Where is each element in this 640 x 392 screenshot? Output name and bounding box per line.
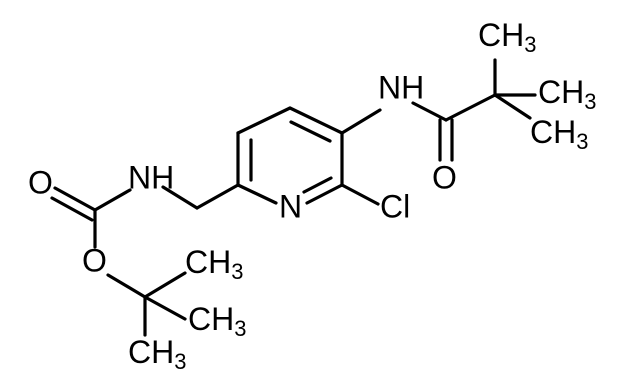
bond-carbamate-c-o-double-b xyxy=(50,196,94,222)
methyl-group-2: CH3 xyxy=(188,301,246,340)
bond-ring-c5-c4 xyxy=(236,106,292,135)
bond-ring-cl xyxy=(340,183,380,206)
atom-labels: NH O O N Cl NH O CH3 CH3 CH3 CH3 CH3 CH3 xyxy=(28,17,596,373)
bond-ring-c4-c3 xyxy=(288,106,344,135)
bond-ring-c2-n-inner xyxy=(302,176,333,194)
bond-quaternary-c-methyl-2 xyxy=(143,295,187,321)
bond-ester-o-quaternary-c xyxy=(106,273,147,299)
bond-nh-amide-c xyxy=(411,101,448,122)
methyl-group-6: CH3 xyxy=(530,114,588,153)
bond-quaternary-c-methyl-1 xyxy=(143,271,187,299)
methyl-group-3: CH3 xyxy=(128,334,186,373)
methyl-group-1: CH3 xyxy=(185,244,243,283)
atom-amide-carbonyl-o: O xyxy=(432,159,457,195)
bond-carbamate-c-nh xyxy=(93,188,132,212)
bond-ring-c2-n xyxy=(305,183,344,205)
atom-chloro: Cl xyxy=(380,188,410,224)
bond-ring-nh xyxy=(340,108,382,135)
bond-ring-n-c6 xyxy=(236,183,278,205)
atom-ring-n: N xyxy=(279,188,302,224)
atom-amide-nh: NH xyxy=(378,69,424,105)
bond-nh-ch2 xyxy=(161,185,199,210)
bond-ch2-ring xyxy=(195,183,240,210)
atom-carbamate-nh: NH xyxy=(128,159,174,195)
bonds xyxy=(50,58,537,337)
methyl-group-4: CH3 xyxy=(478,17,536,56)
bond-quaternary-c-methyl-6 xyxy=(493,93,532,120)
bond-ring-c4-c3-inner xyxy=(289,120,332,143)
bond-amide-c-quaternary-c xyxy=(444,93,497,122)
atom-carbamate-ester-o: O xyxy=(82,242,107,278)
bond-carbamate-c-o-double-a xyxy=(53,186,97,212)
atom-carbamate-carbonyl-o: O xyxy=(28,164,53,200)
methyl-group-5: CH3 xyxy=(538,74,596,113)
